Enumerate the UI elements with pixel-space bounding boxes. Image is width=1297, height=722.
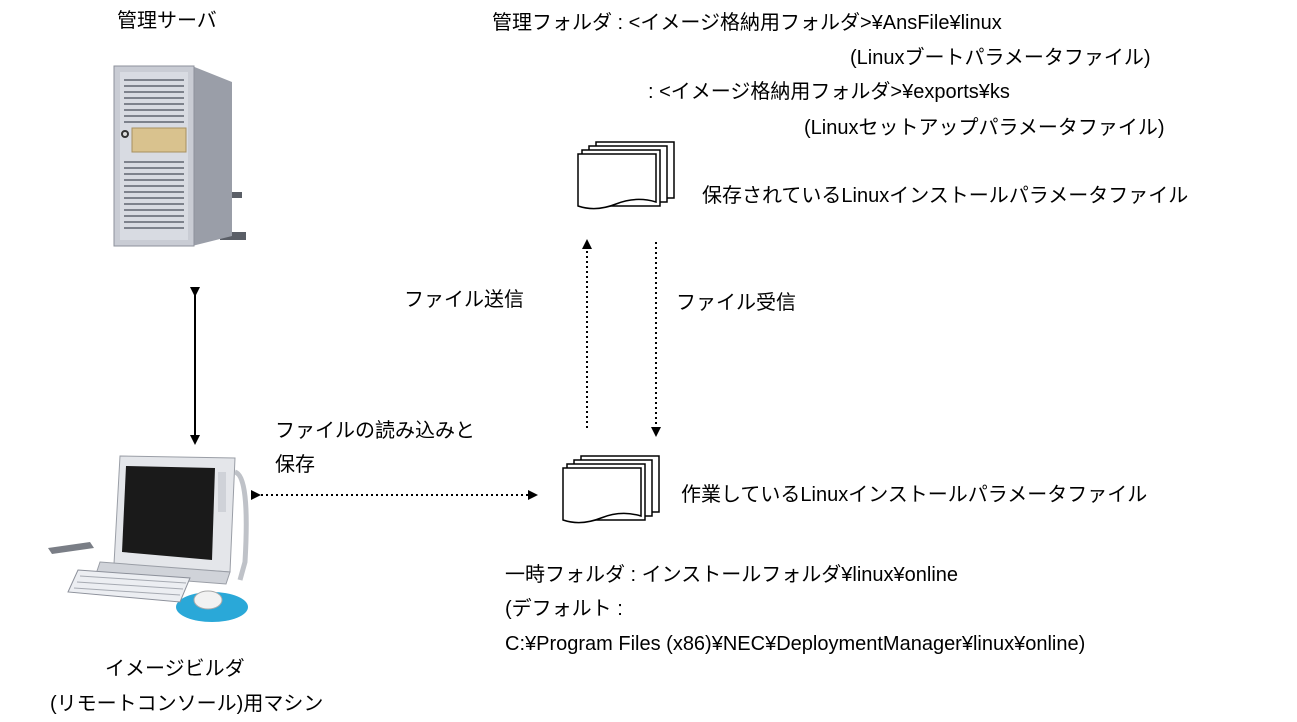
desktop-computer-icon: [48, 455, 249, 622]
temp-folder-line2: (デフォルト :: [505, 598, 623, 620]
tower-server-icon: [113, 65, 246, 247]
file-receive-label: ファイル受信: [676, 292, 796, 314]
temp-folder-line1: 一時フォルダ : インストールフォルダ¥linux¥online: [505, 564, 959, 586]
file-send-label: ファイル送信: [404, 289, 524, 311]
working-document-stack-icon: [562, 455, 660, 524]
temp-folder-line3: C:¥Program Files (x86)¥NEC¥DeploymentMan…: [505, 633, 1086, 655]
management-folder-line1: 管理フォルダ : <イメージ格納用フォルダ>¥AnsFile¥linux: [492, 12, 1002, 34]
saved-document-stack-icon: [577, 141, 675, 210]
working-file-label: 作業しているLinuxインストールパラメータファイル: [681, 484, 1148, 506]
server-label: 管理サーバ: [117, 10, 217, 32]
builder-label-line2: (リモートコンソール)用マシン: [50, 693, 324, 715]
builder-label-line1: イメージビルダ: [105, 658, 245, 680]
saved-file-label: 保存されているLinuxインストールパラメータファイル: [702, 185, 1189, 207]
management-folder-line3: : <イメージ格納用フォルダ>¥exports¥ks: [648, 81, 1010, 103]
management-folder-line2: (Linuxブートパラメータファイル): [850, 47, 1151, 69]
management-folder-line4: (Linuxセットアップパラメータファイル): [804, 117, 1165, 139]
read-save-label-line1: ファイルの読み込みと: [275, 420, 475, 442]
read-save-label-line2: 保存: [275, 454, 315, 476]
